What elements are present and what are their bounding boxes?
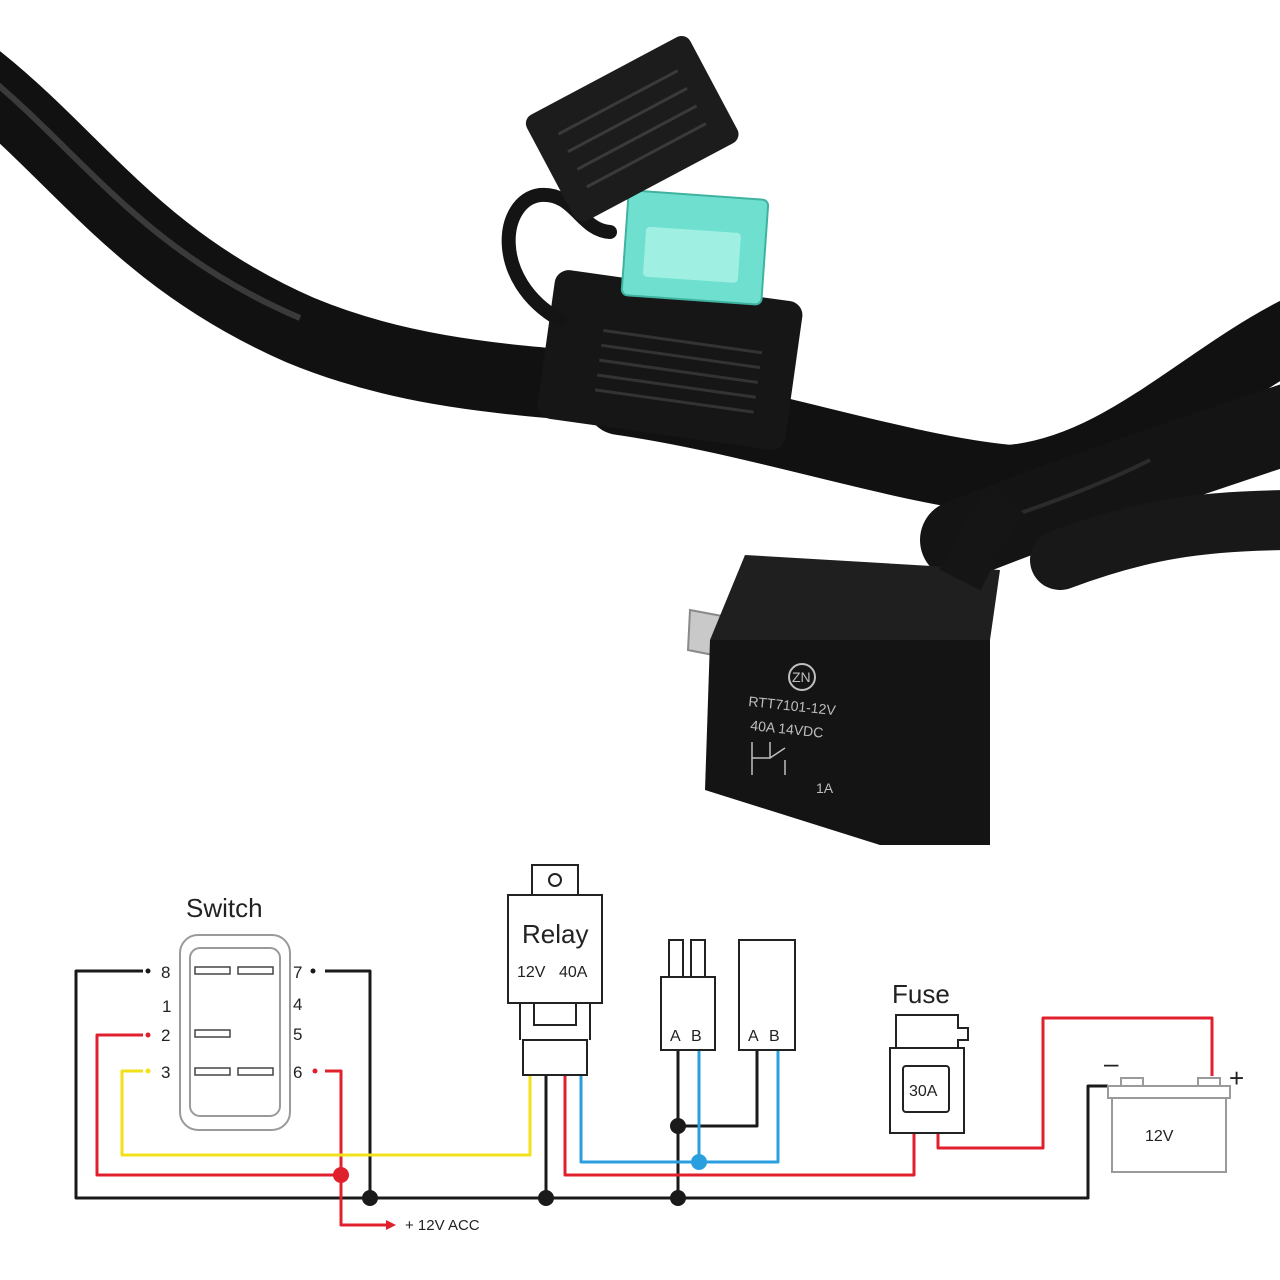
- junction-black-1: [362, 1190, 378, 1206]
- relay-component: Relay 12V 40A: [507, 864, 603, 1076]
- switch-contact-6: [237, 1067, 274, 1076]
- fuse-cap: [525, 35, 739, 222]
- switch-pin-5: 5: [293, 1025, 302, 1044]
- relay-logo: [788, 663, 816, 691]
- blade-fuse-window: [643, 226, 741, 283]
- relay-photo: ZN RTT7101-12V 40A 14VDC 1A: [686, 483, 1027, 845]
- relay-schematic-mark: [751, 742, 786, 775]
- fuse-title: Fuse: [892, 979, 950, 1009]
- switch-contact-2: [194, 1029, 231, 1038]
- relay-logo-text: ZN: [792, 669, 811, 685]
- connector-1-pin-b: B: [691, 1028, 702, 1045]
- switch-contact-7: [237, 966, 274, 975]
- switch-component: Switch 8 1 2 3 7 4 5 6: [145, 893, 318, 1131]
- connector-2-pin-b: B: [769, 1028, 780, 1045]
- connector-1-prong-a: [668, 939, 684, 978]
- wire-red-relay-to-fuse: [563, 1075, 916, 1177]
- connector-2-pin-a: A: [748, 1028, 759, 1045]
- relay-title: Relay: [522, 919, 588, 949]
- junction-blue: [691, 1154, 707, 1170]
- wire-yellow-pin3: [120, 1069, 532, 1157]
- switch-pin-1: 1: [162, 997, 171, 1016]
- wire-black-ground-bus: [74, 969, 1108, 1200]
- switch-pin-4: 4: [293, 995, 302, 1014]
- pin-dot-8: [145, 968, 151, 974]
- relay-spec-current: 40A: [559, 964, 588, 981]
- fuse-rating: 30A: [909, 1083, 938, 1100]
- battery-neg-sign: –: [1104, 1048, 1119, 1078]
- switch-pin-3: 3: [161, 1063, 170, 1082]
- switch-pin-6: 6: [293, 1063, 302, 1082]
- relay-body: [705, 640, 990, 845]
- pin-dot-6: [312, 1068, 318, 1074]
- connector-1-pin-a: A: [670, 1028, 681, 1045]
- wire-red-pin6: [325, 1069, 393, 1227]
- relay-spec-voltage: 12V: [517, 964, 546, 981]
- switch-pin-7: 7: [293, 963, 302, 982]
- battery-lid: [1107, 1085, 1231, 1099]
- junction-black-3: [670, 1190, 686, 1206]
- wire-black-lamp2-a: [678, 1050, 759, 1128]
- fuse-cap-outline: [895, 1014, 969, 1048]
- fuse-window: [902, 1065, 950, 1113]
- junction-black-4: [670, 1118, 686, 1134]
- fuse-component: Fuse 30A: [889, 979, 969, 1134]
- switch-pin-2: 2: [161, 1026, 170, 1045]
- harness-loom-left: [0, 51, 655, 425]
- relay-cert-text: 1A: [816, 780, 834, 796]
- wire-blue-relay-out: [579, 1050, 780, 1164]
- product-photo: ZN RTT7101-12V 40A 14VDC 1A: [0, 35, 1280, 845]
- junction-red: [333, 1167, 349, 1183]
- relay-neck: [519, 1003, 591, 1040]
- relay-tab: [531, 864, 579, 895]
- pin-dot-2: [145, 1032, 151, 1038]
- battery-voltage: 12V: [1145, 1128, 1174, 1145]
- battery-component: 12V – +: [1104, 1048, 1244, 1173]
- pin-dot-3: [145, 1068, 151, 1074]
- switch-contact-8: [194, 966, 231, 975]
- relay-box: [507, 894, 603, 1004]
- connector-1-prong-b: [690, 939, 706, 978]
- fuse-holder-ribs: [594, 328, 763, 414]
- fuse-holder-body: [537, 270, 803, 450]
- connector-2: A B: [738, 939, 796, 1051]
- wiring-diagram: Switch 8 1 2 3 7 4 5 6: [74, 864, 1244, 1234]
- harness-loom-left-highlight: [0, 82, 302, 321]
- switch-title: Switch: [186, 893, 263, 923]
- wire-red-fuse-to-battery: [936, 1016, 1214, 1150]
- pin-dot-7: [310, 968, 316, 974]
- wire-black-pin7: [325, 969, 372, 1198]
- connector-1: A B: [660, 939, 716, 1051]
- junction-black-2: [538, 1190, 554, 1206]
- connector-1-body: [660, 976, 716, 1051]
- acc-arrow: [386, 1220, 396, 1230]
- switch-pin-8: 8: [161, 963, 170, 982]
- relay-plug: [522, 1039, 588, 1076]
- harness-branch-lower: [1030, 490, 1280, 590]
- connector-2-body: [738, 939, 796, 1051]
- switch-inner: [189, 947, 281, 1117]
- relay-tab-hole: [548, 873, 562, 887]
- switch-contact-3: [194, 1067, 231, 1076]
- battery-body: [1111, 1097, 1227, 1173]
- battery-pos-sign: +: [1229, 1063, 1244, 1093]
- fuse-holder: [501, 35, 803, 450]
- wire-red-pin2: [95, 1033, 341, 1177]
- acc-label: + 12V ACC: [405, 1217, 480, 1234]
- relay-wire: [939, 483, 1027, 591]
- relay-top: [710, 555, 1000, 640]
- relay-rating-text: 40A 14VDC: [750, 717, 824, 741]
